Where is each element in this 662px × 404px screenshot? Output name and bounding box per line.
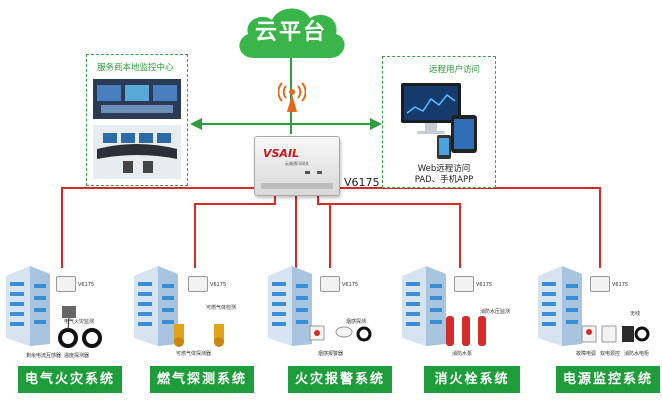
sensor-label: 无线: [630, 311, 641, 317]
building-icon: [134, 266, 178, 346]
remote-devices-image: [401, 83, 477, 159]
app-access-line: PAD、手机APP: [414, 175, 474, 185]
sensor-label: 消防水泵: [452, 351, 473, 357]
control-room-image: [93, 79, 181, 179]
local-center-title: 服务商本地监控中心: [97, 63, 174, 73]
gateway-node-icon: [188, 276, 208, 292]
gateway-led: [317, 171, 322, 174]
sensor-label: 剩余电流互感器: [26, 353, 62, 359]
gas-detector-icon: [174, 324, 224, 347]
sensor-label: 可燃气体检测: [206, 305, 237, 311]
gateway-model-label: V6175: [344, 176, 380, 189]
remote-user-title: 远程用户访问: [429, 65, 481, 75]
building-icon: [268, 266, 312, 346]
subsystem-label: 火灾报警系统: [288, 366, 392, 393]
electrical-sensors-icon: [58, 306, 102, 348]
red-bus: [61, 187, 601, 268]
sensor-label: 烟感报警器: [318, 351, 344, 357]
gateway-subtitle: 云端通讯网关: [285, 161, 309, 166]
gateway-brand: VSAIL: [263, 147, 300, 160]
gateway-led: [305, 171, 310, 174]
building-icon: [402, 266, 446, 346]
building-icon: [538, 266, 582, 346]
power-devices-icon: [581, 325, 650, 343]
sensor-label: 双电源控: [600, 351, 621, 357]
hydrant-icon: [446, 316, 486, 346]
node-model-label: V6175: [78, 282, 95, 288]
remote-user-panel: 远程用户访问: [382, 56, 496, 188]
arrow-left: [190, 118, 202, 130]
cloud-platform-label: 云平台: [254, 20, 327, 45]
gateway-node-icon: [56, 276, 76, 292]
sensor-label: 电气火灾监测: [64, 319, 95, 325]
sensor-label: 消防水压监测: [480, 309, 511, 315]
building-icon: [6, 266, 50, 346]
subsystem-label: 燃气探测系统: [150, 366, 254, 393]
gateway-node-icon: [320, 276, 340, 292]
arrow-right: [370, 118, 382, 130]
subsystem-label: 电源监控系统: [556, 366, 660, 393]
remote-access-text: Web远程访问 PAD、手机APP: [400, 164, 488, 186]
local-center-panel: 服务商本地监控中心: [86, 54, 188, 186]
subsystem-label: 消火栓系统: [424, 366, 520, 393]
gateway-node-icon: [590, 276, 610, 292]
sensor-label: 消防水电柜: [624, 351, 650, 357]
sensor-label: 故障电弧: [576, 351, 597, 357]
subsystem-label: 电气火灾系统: [18, 366, 122, 393]
node-model-label: V6175: [210, 282, 227, 288]
gateway-terminal-strip: [261, 183, 333, 189]
sensor-label: 可燃气体探测器: [176, 351, 212, 357]
gateway-node-icon: [454, 276, 474, 292]
node-model-label: V6175: [612, 282, 629, 288]
gateway-device: VSAIL 云端通讯网关: [254, 136, 340, 196]
cloud-icon: [239, 8, 345, 58]
node-model-label: V6175: [342, 282, 359, 288]
smoke-detector-icon: [309, 325, 372, 342]
wireless-antenna-icon: [278, 82, 306, 112]
node-model-label: V6175: [476, 282, 493, 288]
web-access-line: Web远程访问: [417, 164, 471, 174]
sensor-label: 温度探测器: [64, 353, 90, 359]
sensor-label: 烟感探测: [346, 319, 367, 325]
